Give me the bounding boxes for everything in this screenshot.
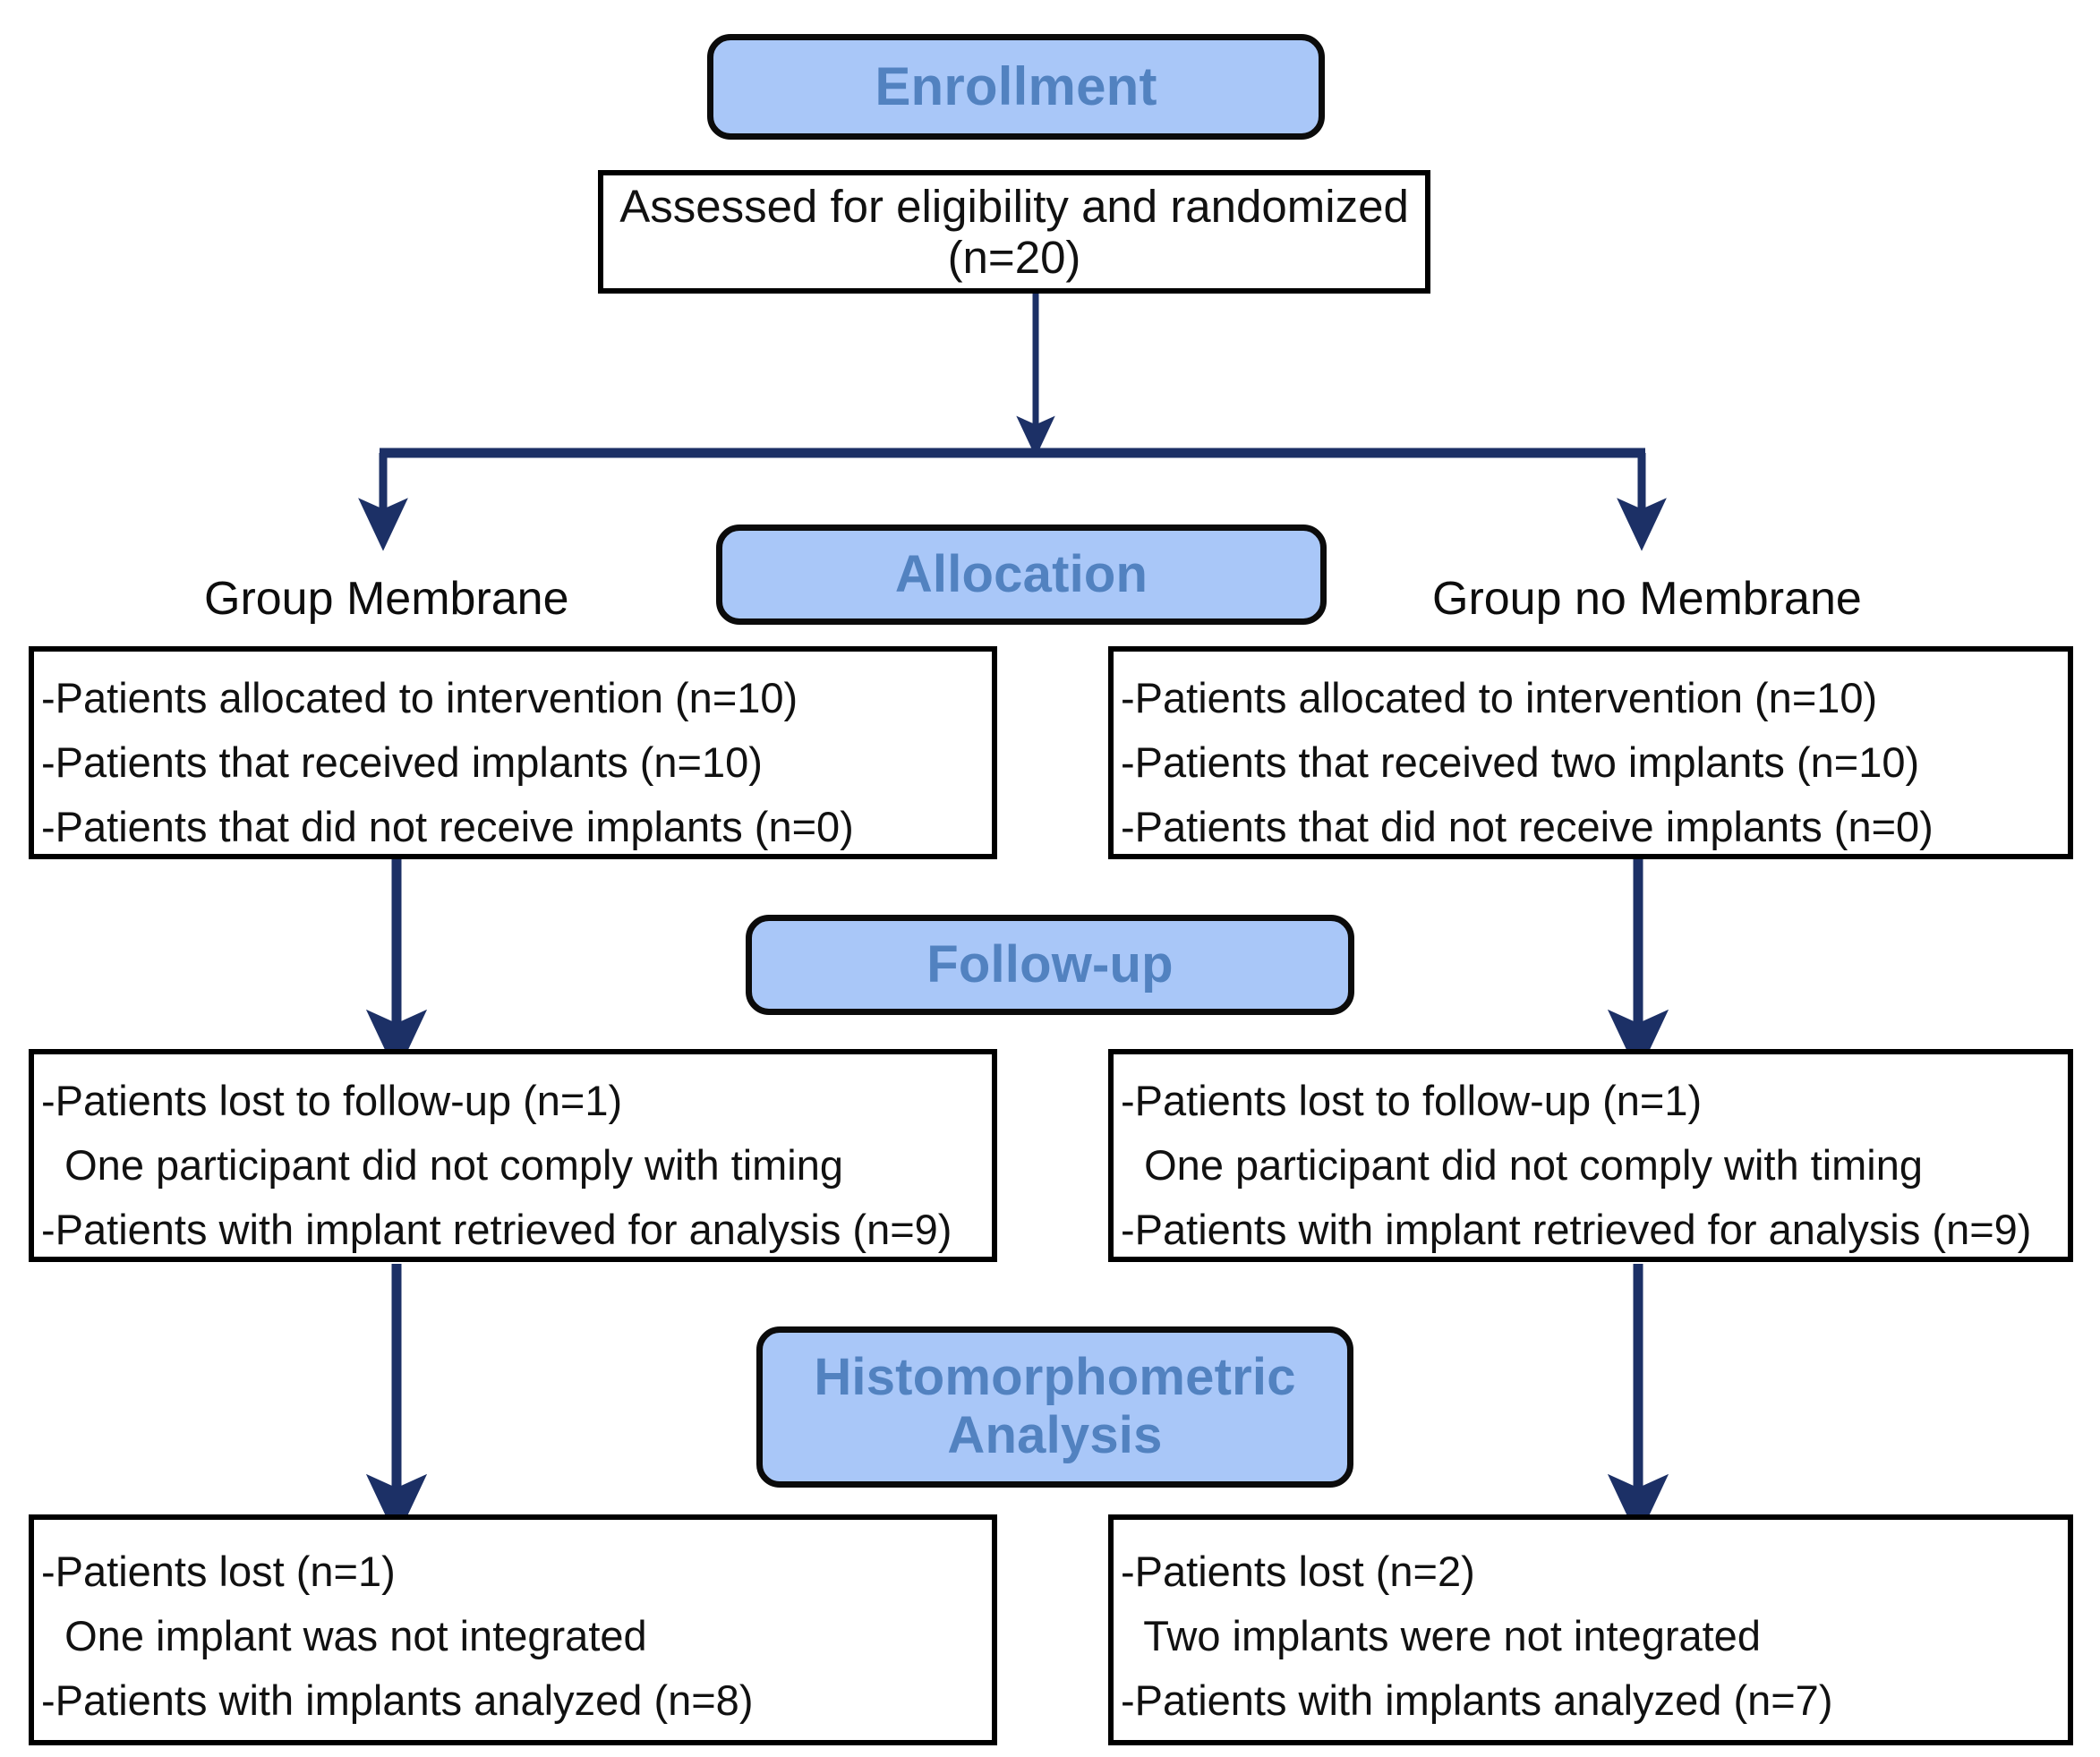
stage-header-followup: Follow-up <box>746 915 1354 1015</box>
analysis-box-right-line-1: -Patients lost (n=2) <box>1121 1548 1475 1595</box>
followup-box-right-line-3: -Patients with implant retrieved for ana… <box>1121 1205 2032 1253</box>
analysis-box-right: -Patients lost (n=2) Two implants were n… <box>1108 1514 2073 1745</box>
analysis-box-left-line-2: One implant was not integrated <box>41 1611 647 1659</box>
stage-header-followup-label: Follow-up <box>926 934 1174 994</box>
followup-box-right: -Patients lost to follow-up (n=1) One pa… <box>1108 1049 2073 1262</box>
allocation-box-right: -Patients allocated to intervention (n=1… <box>1108 646 2073 859</box>
allocation-box-right-line-3: -Patients that did not receive implants … <box>1121 802 1934 850</box>
enrollment-box: Assessed for eligibility and randomized … <box>598 170 1430 294</box>
analysis-box-left: -Patients lost (n=1) One implant was not… <box>29 1514 997 1745</box>
stage-header-analysis-line-1: Histomorphometric <box>814 1348 1296 1407</box>
analysis-box-right-line-2: Two implants were not integrated <box>1121 1611 1761 1659</box>
followup-box-right-line-2: One participant did not comply with timi… <box>1121 1140 1924 1189</box>
allocation-box-left: -Patients allocated to intervention (n=1… <box>29 646 997 859</box>
analysis-box-right-line-3: -Patients with implants analyzed (n=7) <box>1121 1676 1833 1724</box>
stage-header-analysis-line-2: Analysis <box>947 1406 1163 1464</box>
allocation-box-left-line-1: -Patients allocated to intervention (n=1… <box>41 674 798 721</box>
followup-box-left-line-3: -Patients with implant retrieved for ana… <box>41 1205 952 1253</box>
followup-box-left: -Patients lost to follow-up (n=1) One pa… <box>29 1049 997 1262</box>
enrollment-box-line-1: Assessed for eligibility and randomized <box>619 180 1409 232</box>
allocation-box-right-line-1: -Patients allocated to intervention (n=1… <box>1121 674 1878 721</box>
analysis-box-left-line-3: -Patients with implants analyzed (n=8) <box>41 1676 754 1724</box>
followup-box-left-line-2: One participant did not comply with timi… <box>41 1140 844 1189</box>
stage-header-allocation-label: Allocation <box>894 544 1148 603</box>
analysis-box-left-line-1: -Patients lost (n=1) <box>41 1548 396 1595</box>
arm-label-left: Group Membrane <box>204 573 569 625</box>
followup-box-left-line-1: -Patients lost to follow-up (n=1) <box>41 1077 623 1124</box>
stage-header-enrollment: Enrollment <box>707 34 1325 140</box>
stage-header-allocation: Allocation <box>716 525 1327 625</box>
allocation-box-right-line-2: -Patients that received two implants (n=… <box>1121 738 1920 786</box>
followup-box-right-line-1: -Patients lost to follow-up (n=1) <box>1121 1077 1703 1124</box>
enrollment-box-line-2: (n=20) <box>947 232 1081 283</box>
allocation-box-left-line-2: -Patients that received implants (n=10) <box>41 738 763 786</box>
arm-label-right: Group no Membrane <box>1432 573 1862 625</box>
allocation-box-left-line-3: -Patients that did not receive implants … <box>41 802 854 850</box>
stage-header-analysis: Histomorphometric Analysis <box>756 1326 1353 1488</box>
stage-header-enrollment-label: Enrollment <box>875 56 1157 117</box>
